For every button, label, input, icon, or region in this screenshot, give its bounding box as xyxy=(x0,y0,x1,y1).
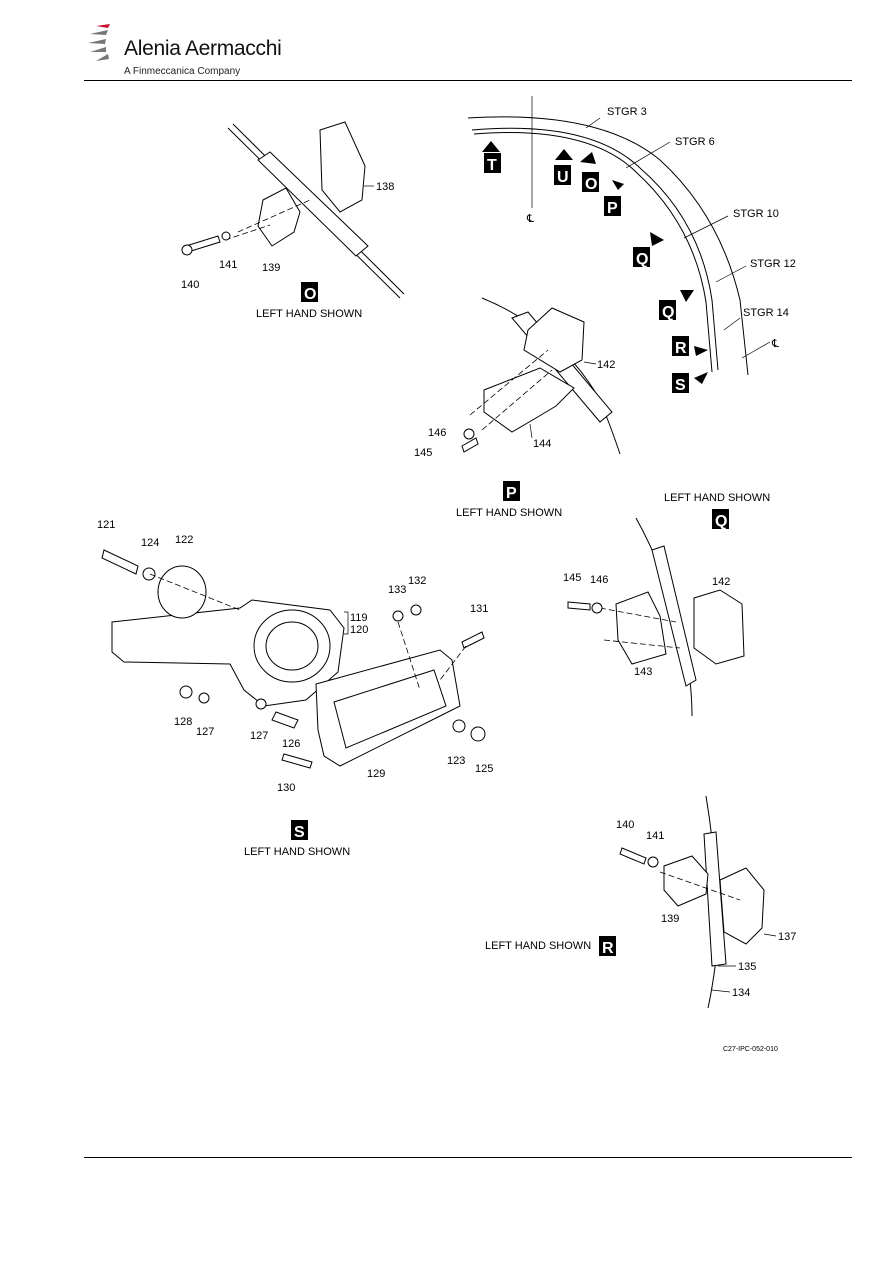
view-r-callout-141: 141 xyxy=(646,830,664,842)
view-s-drawing xyxy=(101,549,486,769)
footer-rule xyxy=(84,1157,852,1158)
view-o-tag: O xyxy=(304,286,316,303)
view-s-callout-133: 133 xyxy=(388,584,406,596)
view-p-drawing xyxy=(461,297,621,455)
view-r-tag: R xyxy=(602,940,614,957)
view-s-callout-127b: 127 xyxy=(250,730,268,742)
header-rule xyxy=(84,80,852,81)
view-p-callout-142: 142 xyxy=(597,359,615,371)
view-r-callout-137: 137 xyxy=(778,931,796,943)
overview-stgr-3: STGR 3 xyxy=(607,106,647,118)
view-r-drawing xyxy=(619,795,777,1009)
overview-arrow-s-box xyxy=(672,373,689,393)
overview-drawing xyxy=(467,96,771,384)
overview-arrow-q2: Q xyxy=(662,304,674,321)
view-p-caption: LEFT HAND SHOWN xyxy=(456,507,562,519)
view-o-callout-139: 139 xyxy=(262,262,280,274)
view-o-tag-box xyxy=(301,282,318,302)
view-r-tag-box xyxy=(599,936,616,956)
view-r-callout-135: 135 xyxy=(738,961,756,973)
overview-centerline-1: ℄ xyxy=(526,213,534,225)
view-o-callout-138: 138 xyxy=(376,181,394,193)
overview-stgr-12: STGR 12 xyxy=(750,258,796,270)
view-s-callout-130: 130 xyxy=(277,782,295,794)
overview-arrow-t-box xyxy=(484,153,501,173)
view-q-caption: LEFT HAND SHOWN xyxy=(664,492,770,504)
view-r-callout-140: 140 xyxy=(616,819,634,831)
view-o-callout-141: 141 xyxy=(219,259,237,271)
overview-arrow-u: U xyxy=(557,169,569,186)
view-s-tag-box xyxy=(291,820,308,840)
overview-arrow-o: O xyxy=(585,176,597,193)
overview-arrow-r: R xyxy=(675,340,687,357)
view-o-drawing xyxy=(181,121,405,299)
view-o-caption: LEFT HAND SHOWN xyxy=(256,308,362,320)
logo-mark-icon xyxy=(88,24,110,61)
overview-centerline-2: ℄ xyxy=(771,338,779,350)
overview-arrow-q1-box xyxy=(633,247,650,267)
view-r-callout-134: 134 xyxy=(732,987,750,999)
overview-stgr-6: STGR 6 xyxy=(675,136,715,148)
brand-name: Alenia Aermacchi xyxy=(124,37,282,60)
view-s-callout-125: 125 xyxy=(475,763,493,775)
overview-arrow-q2-box xyxy=(659,300,676,320)
view-s-callout-132: 132 xyxy=(408,575,426,587)
view-r-callout-139: 139 xyxy=(661,913,679,925)
view-p-callout-145: 145 xyxy=(414,447,432,459)
view-q-callout-142: 142 xyxy=(712,576,730,588)
brand-tagline: A Finmeccanica Company xyxy=(124,66,241,77)
view-s-callout-124: 124 xyxy=(141,537,159,549)
view-s-callout-119: 119 xyxy=(350,612,368,624)
view-q-callout-145: 145 xyxy=(563,572,581,584)
view-p-tag: P xyxy=(506,485,517,502)
view-s-callout-120: 120 xyxy=(350,624,368,636)
view-q-drawing xyxy=(567,517,745,717)
overview-stgr-10: STGR 10 xyxy=(733,208,779,220)
view-q-callout-146: 146 xyxy=(590,574,608,586)
view-s-caption: LEFT HAND SHOWN xyxy=(244,846,350,858)
overview-arrow-s: S xyxy=(675,377,686,394)
view-p-tag-box xyxy=(503,481,520,501)
overview-arrow-o-box xyxy=(582,172,599,192)
view-o-callout-140: 140 xyxy=(181,279,199,291)
overview-arrow-t: T xyxy=(487,157,497,174)
view-p-callout-146: 146 xyxy=(428,427,446,439)
view-s-callout-121: 121 xyxy=(97,519,115,531)
overview-arrow-u-box xyxy=(554,165,571,185)
view-s-callout-126: 126 xyxy=(282,738,300,750)
view-s-callout-123: 123 xyxy=(447,755,465,767)
overview-arrow-r-box xyxy=(672,336,689,356)
view-s-callout-122: 122 xyxy=(175,534,193,546)
view-s-tag: S xyxy=(294,824,305,841)
overview-arrow-p-box xyxy=(604,196,621,216)
overview-stgr-14: STGR 14 xyxy=(743,307,789,319)
view-r-caption: LEFT HAND SHOWN xyxy=(485,940,591,952)
view-q-tag: Q xyxy=(715,513,727,530)
view-q-tag-box xyxy=(712,509,729,529)
view-p-callout-144: 144 xyxy=(533,438,551,450)
overview-arrow-q1: Q xyxy=(636,251,648,268)
overview-arrow-p: P xyxy=(607,200,618,217)
figure-reference: C27-IPC-052-010 xyxy=(723,1046,778,1053)
view-s-callout-127a: 127 xyxy=(196,726,214,738)
view-q-callout-143: 143 xyxy=(634,666,652,678)
view-s-callout-128: 128 xyxy=(174,716,192,728)
view-s-callout-131: 131 xyxy=(470,603,488,615)
company-logo xyxy=(84,18,284,80)
view-s-callout-129: 129 xyxy=(367,768,385,780)
